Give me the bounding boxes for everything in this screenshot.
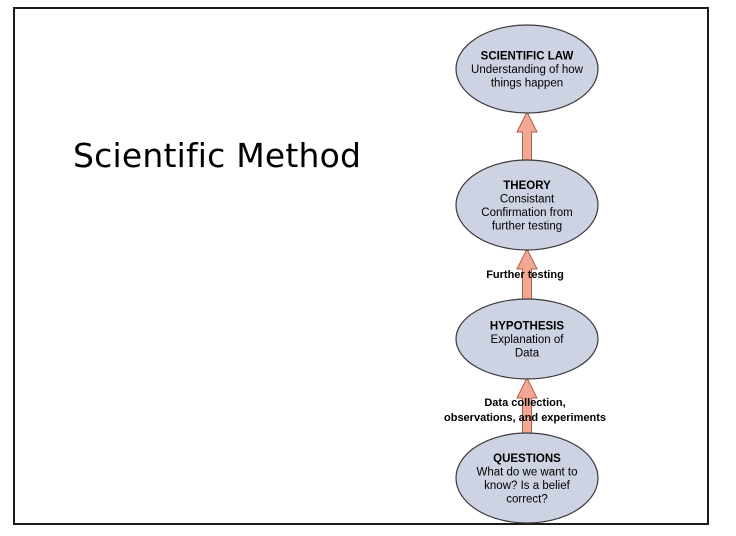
node-ellipse <box>455 24 599 114</box>
node-description-line: Understanding of how <box>471 64 584 76</box>
arrow-theory-to-scientific-law <box>516 110 538 162</box>
node-description-line: Explanation of <box>491 334 565 346</box>
node-ellipse <box>455 298 599 380</box>
node-description-line: Confirmation from <box>481 207 572 219</box>
node-ellipse <box>455 159 599 251</box>
node-description-line: things happen <box>491 78 563 90</box>
edge-label-questions-to-hypothesis: Data collection, <box>484 397 565 409</box>
node-description-line: Consistant <box>500 193 555 205</box>
node-ellipse <box>455 432 599 524</box>
node-description-line: further testing <box>492 220 562 232</box>
node-description-line: correct? <box>506 493 548 505</box>
edge-label-questions-to-hypothesis: observations, and experiments <box>444 412 606 424</box>
slide-frame <box>13 7 709 525</box>
node-heading: QUESTIONS <box>493 453 561 465</box>
node-description-line: What do we want to <box>477 466 578 478</box>
slide-title: Scientific Method <box>73 136 362 175</box>
node-heading: THEORY <box>503 180 551 192</box>
node-description-line: Data <box>515 348 540 360</box>
arrow-hypothesis-to-theory <box>516 247 538 301</box>
node-heading: SCIENTIFIC LAW <box>481 51 574 63</box>
node-description-line: know? Is a belief <box>484 480 570 492</box>
edge-label-hypothesis-to-theory: Further testing <box>486 269 564 281</box>
arrow-questions-to-hypothesis <box>516 376 538 435</box>
node-heading: HYPOTHESIS <box>490 321 564 333</box>
